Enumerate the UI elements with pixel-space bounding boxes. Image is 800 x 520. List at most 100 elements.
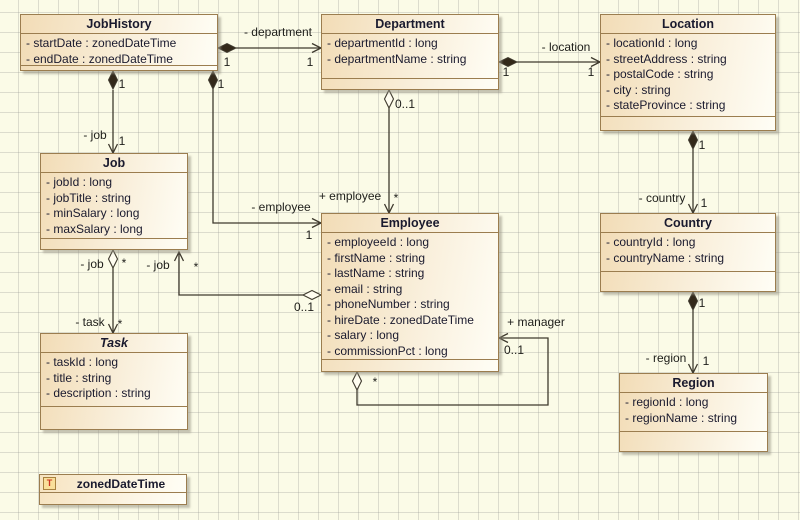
class-attribute: - lastName : string [327, 266, 425, 280]
class-attribute: - departmentId : long [327, 36, 438, 50]
datatype-title: T zonedDateTime [40, 475, 186, 493]
class-attribute: - hireDate : zonedDateTime [327, 312, 474, 327]
class-attribute: - startDate : zonedDateTime [26, 36, 177, 50]
assoc-country-region[interactable] [687, 290, 699, 375]
class-attribute: - jobId : long [46, 175, 113, 189]
class-footer [322, 78, 498, 89]
assoc-role-label: - job [146, 258, 170, 272]
assoc-role-label: - employee [251, 200, 311, 214]
class-attribute: - employeeId : long [327, 235, 430, 249]
class-attributes: - jobId : long- jobTitle : string- minSa… [41, 173, 187, 238]
datatype-icon: T [43, 477, 56, 490]
assoc-role-label: + employee [318, 189, 382, 203]
class-attribute: - description : string [46, 386, 151, 400]
class-attributes: - departmentId : long- departmentName : … [322, 34, 498, 78]
assoc-mult-label: * [193, 260, 199, 274]
class-attributes: - startDate : zonedDateTime- endDate : z… [21, 34, 217, 65]
assoc-role-label: - region [645, 351, 687, 365]
datatype-name: zonedDateTime [76, 476, 166, 491]
class-title: Region [620, 374, 767, 393]
class-attribute: - countryName : string [606, 250, 725, 265]
class-location[interactable]: Location - locationId : long- streetAddr… [600, 14, 776, 131]
class-title: Employee [322, 214, 498, 233]
datatype-compartment [40, 499, 186, 505]
class-attribute: - salary : long [327, 328, 400, 342]
class-attribute: - title : string [46, 370, 112, 385]
assoc-employee-job[interactable] [173, 250, 323, 301]
assoc-jobhistory-department[interactable] [216, 42, 323, 54]
class-attributes: - regionId : long- regionName : string [620, 393, 767, 431]
class-title: Department [322, 15, 498, 34]
class-title: JobHistory [21, 15, 217, 34]
assoc-mult-label: 1 [217, 77, 225, 91]
class-footer [21, 65, 217, 70]
class-attribute: - city : string [606, 82, 671, 97]
datatype-zoneddatetime[interactable]: T zonedDateTime [39, 474, 187, 505]
assoc-mult-label: 1 [306, 55, 314, 69]
assoc-jobhistory-job[interactable] [107, 69, 119, 155]
class-attribute: - countryId : long [606, 235, 696, 249]
class-attribute: - minSalary : long [46, 206, 140, 220]
class-footer [601, 116, 775, 130]
assoc-role-label: + manager [507, 315, 565, 329]
class-attribute: - phoneNumber : string [327, 297, 450, 311]
assoc-job-task[interactable] [107, 248, 119, 335]
class-attribute: - departmentName : string [327, 51, 467, 66]
assoc-mult-label: 1 [502, 65, 510, 79]
class-task[interactable]: Task - taskId : long- title : string- de… [40, 333, 188, 430]
assoc-mult-label: * [372, 375, 378, 389]
class-attribute: - regionName : string [625, 410, 738, 425]
class-jobhistory[interactable]: JobHistory - startDate : zonedDateTime- … [20, 14, 218, 71]
assoc-mult-label: 1 [305, 228, 313, 242]
assoc-employee-manager[interactable] [351, 332, 549, 406]
class-attributes: - employeeId : long- firstName : string-… [322, 233, 498, 359]
class-employee[interactable]: Employee - employeeId : long- firstName … [321, 213, 499, 372]
class-footer [41, 406, 187, 429]
assoc-role-label: - location [541, 40, 591, 54]
assoc-mult-label: 0..1 [293, 300, 315, 314]
class-attribute: - stateProvince : string [606, 98, 726, 112]
class-attributes: - locationId : long- streetAddress : str… [601, 34, 775, 116]
assoc-mult-label: 1 [702, 354, 710, 368]
assoc-mult-label: 0..1 [503, 343, 525, 357]
class-country[interactable]: Country - countryId : long- countryName … [600, 213, 776, 292]
class-attribute: - jobTitle : string [46, 190, 131, 205]
assoc-location-country[interactable] [687, 129, 699, 215]
assoc-role-label: - department [243, 25, 313, 39]
class-title: Location [601, 15, 775, 34]
assoc-mult-label: * [121, 256, 127, 270]
class-attribute: - regionId : long [625, 395, 709, 409]
assoc-mult-label: 1 [587, 65, 595, 79]
class-footer [601, 271, 775, 291]
assoc-mult-label: * [393, 191, 399, 205]
class-attributes: - taskId : long- title : string- descrip… [41, 353, 187, 406]
class-attribute: - maxSalary : long [46, 221, 143, 236]
assoc-mult-label: 0..1 [394, 97, 416, 111]
class-attribute: - taskId : long [46, 355, 119, 369]
assoc-mult-label: 1 [698, 296, 706, 310]
assoc-department-location[interactable] [497, 56, 602, 68]
class-department[interactable]: Department - departmentId : long- depart… [321, 14, 499, 90]
assoc-mult-label: 1 [698, 138, 706, 152]
assoc-department-employee[interactable] [383, 88, 395, 215]
class-title: Task [41, 334, 187, 353]
class-attribute: - email : string [327, 281, 403, 296]
assoc-role-label: - job [83, 128, 107, 142]
class-footer [322, 359, 498, 371]
assoc-mult-label: 1 [700, 196, 708, 210]
class-attribute: - endDate : zonedDateTime [26, 51, 173, 66]
class-footer [620, 431, 767, 451]
class-region[interactable]: Region - regionId : long- regionName : s… [619, 373, 768, 452]
class-attribute: - firstName : string [327, 250, 426, 265]
assoc-mult-label: 1 [118, 134, 126, 148]
class-footer [41, 238, 187, 249]
assoc-mult-label: 1 [118, 77, 126, 91]
class-job[interactable]: Job - jobId : long- jobTitle : string- m… [40, 153, 188, 250]
class-attribute: - commissionPct : long [327, 343, 448, 358]
class-attribute: - locationId : long [606, 36, 698, 50]
class-title: Country [601, 214, 775, 233]
assoc-role-label: - task [75, 315, 105, 329]
class-attribute: - postalCode : string [606, 67, 714, 81]
assoc-mult-label: * [117, 317, 123, 331]
